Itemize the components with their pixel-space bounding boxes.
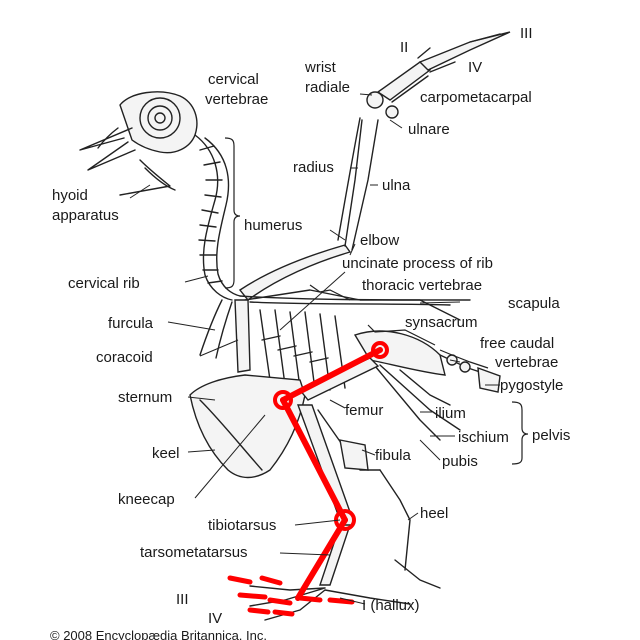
synsacrum-brace	[367, 324, 436, 346]
skull	[79, 91, 198, 171]
labels: cervical vertebrae wrist radiale II III …	[50, 25, 570, 640]
thoracic-brace	[309, 284, 351, 301]
label-toe-iv: IV	[208, 610, 222, 627]
label-sternum: sternum	[118, 389, 172, 406]
label-digit-ii: II	[400, 39, 408, 56]
label-digit-iii: III	[520, 25, 533, 42]
label-scapula: scapula	[508, 295, 560, 312]
torso-bones	[199, 289, 471, 391]
label-fibula: fibula	[375, 447, 412, 464]
label-ilium: ilium	[435, 405, 466, 422]
leader-lines	[129, 93, 500, 605]
cervical-vertebrae	[194, 134, 241, 301]
label-carpometacarpal: carpometacarpal	[420, 89, 532, 106]
red-annotation-overlay	[227, 341, 389, 617]
label-furcula: furcula	[108, 315, 154, 332]
label-keel: keel	[152, 445, 180, 462]
sternum-keel	[189, 374, 306, 479]
label-pygostyle: pygostyle	[500, 377, 563, 394]
label-cervical-2: vertebrae	[205, 91, 268, 108]
label-elbow: elbow	[360, 232, 399, 249]
label-cervical-rib: cervical rib	[68, 275, 140, 292]
label-hallux: I (hallux)	[362, 597, 420, 614]
label-wrist-2: radiale	[305, 79, 350, 96]
label-hyoid-2: apparatus	[52, 207, 119, 224]
label-hyoid-1: hyoid	[52, 187, 88, 204]
label-free-caudal-1: free caudal	[480, 335, 554, 352]
caudal-brace	[439, 349, 489, 369]
label-free-caudal-2: vertebrae	[495, 354, 558, 371]
label-tibiotarsus: tibiotarsus	[208, 517, 276, 534]
label-synsacrum: synsacrum	[405, 314, 478, 331]
label-heel: heel	[420, 505, 448, 522]
pelvis-brace	[511, 401, 529, 465]
label-digit-iv: IV	[468, 59, 482, 76]
pelvis-tail	[353, 330, 501, 441]
leg-bones	[249, 357, 441, 621]
label-coracoid: coracoid	[96, 349, 153, 366]
label-ulnare: ulnare	[408, 121, 450, 138]
label-radius: radius	[293, 159, 334, 176]
label-femur: femur	[345, 402, 383, 419]
copyright-notice: © 2008 Encyclopædia Britannica, Inc.	[50, 628, 267, 640]
label-uncinate: uncinate process of rib	[342, 255, 493, 272]
label-ischium: ischium	[458, 429, 509, 446]
hyoid-apparatus	[119, 159, 176, 196]
cervical-brace	[224, 137, 241, 289]
label-humerus: humerus	[244, 217, 302, 234]
label-kneecap: kneecap	[118, 491, 175, 508]
label-ulna: ulna	[382, 177, 411, 194]
label-pelvis: pelvis	[532, 427, 570, 444]
label-toe-iii: III	[176, 591, 189, 608]
label-thoracic: thoracic vertebrae	[362, 277, 482, 294]
label-tarsometatarsus: tarsometatarsus	[140, 544, 248, 561]
wing-bones	[238, 31, 511, 301]
label-wrist-1: wrist	[304, 59, 337, 76]
label-cervical-1: cervical	[208, 71, 259, 88]
label-pubis: pubis	[442, 453, 478, 470]
